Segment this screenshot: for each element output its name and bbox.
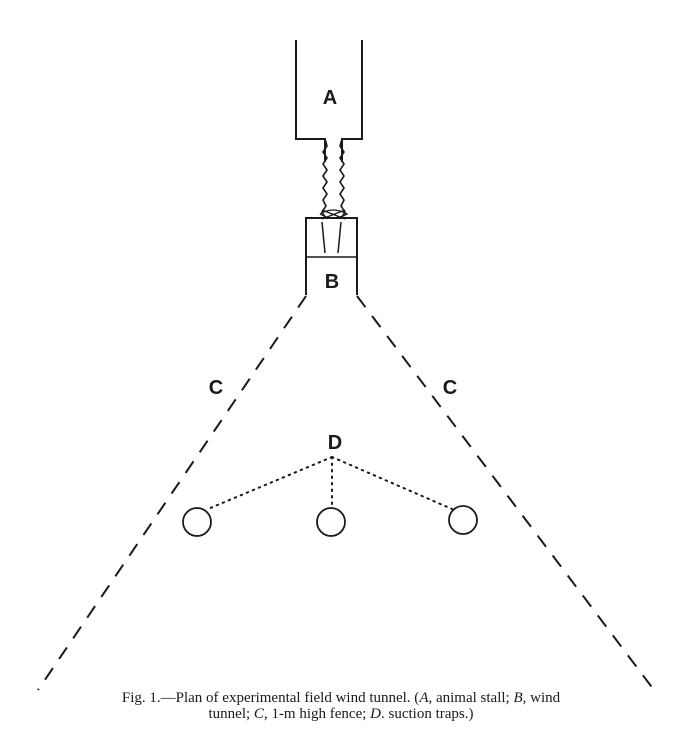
figure-caption: Fig. 1.—Plan of experimental field wind … [0, 690, 682, 722]
caption-line-1: Fig. 1.—Plan of experimental field wind … [121, 690, 561, 706]
label-a: A [323, 87, 337, 109]
connecting-sleeve-right [339, 138, 346, 218]
suction-trap-center [316, 507, 346, 537]
fence-left [37, 295, 307, 691]
fence-right [356, 295, 655, 691]
caption-line-2: tunnel; C, 1-m high fence; D. suction tr… [208, 706, 474, 722]
wind-tunnel-nozzle [321, 221, 342, 254]
trap-link-right [331, 456, 453, 510]
label-c-right: C [443, 377, 457, 399]
suction-trap-left [182, 507, 212, 537]
connecting-sleeve-left [321, 138, 328, 218]
animal-stall [295, 40, 363, 162]
label-b: B [325, 271, 339, 293]
trap-link-left [207, 456, 333, 510]
label-c-left: C [209, 377, 223, 399]
suction-trap-right [448, 505, 478, 535]
label-d: D [328, 432, 342, 454]
